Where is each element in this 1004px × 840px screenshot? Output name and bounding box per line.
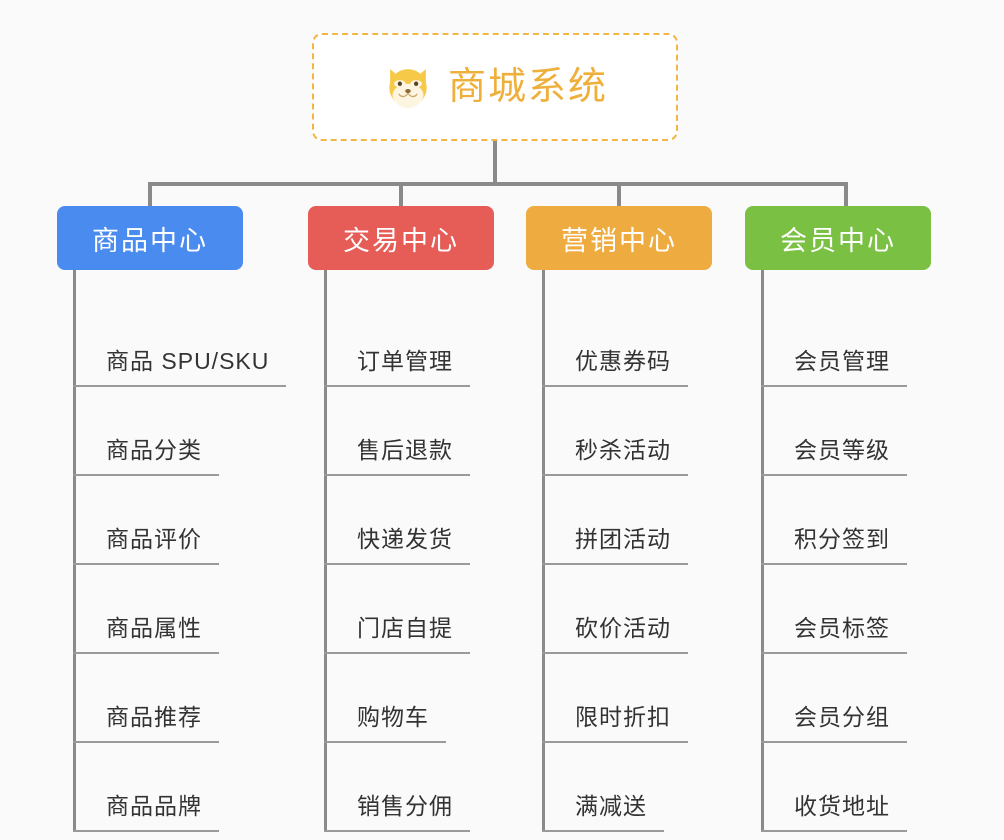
leaf-underline <box>542 741 688 743</box>
leaf-item[interactable]: 积分签到 <box>761 476 975 565</box>
leaf-item[interactable]: 商品评价 <box>73 476 307 565</box>
leaf-underline <box>324 652 470 654</box>
leaf-label: 商品属性 <box>106 615 202 641</box>
leaf-item[interactable]: 拼团活动 <box>542 476 756 565</box>
branch-leaf-list-4: 会员管理 会员等级 积分签到 会员标签 会员分组 收货地址 <box>761 270 975 832</box>
leaf-item[interactable]: 限时折扣 <box>542 654 756 743</box>
root-node[interactable]: 商城系统 <box>312 33 678 141</box>
branch-header-1[interactable]: 商品中心 <box>57 206 243 270</box>
leaf-item[interactable]: 门店自提 <box>324 565 538 654</box>
branch-column-3: 营销中心 优惠券码 秒杀活动 拼团活动 砍价活动 限时折扣 满减送 <box>526 206 756 832</box>
dog-face-icon <box>382 61 434 113</box>
branch-column-4: 会员中心 会员管理 会员等级 积分签到 会员标签 会员分组 收货地址 <box>745 206 975 832</box>
leaf-item[interactable]: 会员标签 <box>761 565 975 654</box>
leaf-item[interactable]: 商品属性 <box>73 565 307 654</box>
leaf-item[interactable]: 购物车 <box>324 654 538 743</box>
leaf-item[interactable]: 商品推荐 <box>73 654 307 743</box>
leaf-item[interactable]: 会员管理 <box>761 298 975 387</box>
leaf-item[interactable]: 砍价活动 <box>542 565 756 654</box>
leaf-item[interactable]: 会员等级 <box>761 387 975 476</box>
connector-drop-1 <box>148 182 152 206</box>
leaf-underline <box>324 474 470 476</box>
leaf-underline <box>324 741 446 743</box>
leaf-underline <box>73 652 219 654</box>
connector-root-stem <box>493 141 497 185</box>
root-title: 商城系统 <box>447 66 608 108</box>
leaf-underline <box>542 563 688 565</box>
leaf-label: 积分签到 <box>794 526 890 552</box>
leaf-underline <box>73 474 219 476</box>
leaf-underline <box>542 830 664 832</box>
leaf-label: 优惠券码 <box>575 348 671 374</box>
leaf-underline <box>324 830 470 832</box>
leaf-underline <box>542 652 688 654</box>
branch-header-3[interactable]: 营销中心 <box>526 206 712 270</box>
leaf-item[interactable]: 销售分佣 <box>324 743 538 832</box>
leaf-label: 砍价活动 <box>575 615 671 641</box>
leaf-label: 商品 SPU/SKU <box>106 348 270 374</box>
leaf-label: 商品推荐 <box>106 704 202 730</box>
leaf-label: 收货地址 <box>794 793 890 819</box>
leaf-label: 售后退款 <box>357 437 453 463</box>
leaf-underline <box>73 385 287 387</box>
leaf-label: 会员分组 <box>794 704 890 730</box>
leaf-item[interactable]: 秒杀活动 <box>542 387 756 476</box>
leaf-underline <box>73 830 219 832</box>
connector-bar <box>148 182 848 186</box>
leaf-underline <box>324 563 470 565</box>
branch-header-2[interactable]: 交易中心 <box>308 206 494 270</box>
leaf-label: 满减送 <box>575 793 647 819</box>
connector-drop-3 <box>617 182 621 206</box>
leaf-underline <box>761 563 907 565</box>
leaf-underline <box>73 741 219 743</box>
leaf-underline <box>761 474 907 476</box>
leaf-underline <box>542 385 688 387</box>
branch-leaf-list-1: 商品 SPU/SKU 商品分类 商品评价 商品属性 商品推荐 商品品牌 <box>73 270 307 832</box>
branch-column-2: 交易中心 订单管理 售后退款 快递发货 门店自提 购物车 销售分佣 <box>308 206 538 832</box>
connector-drop-2 <box>399 182 403 206</box>
leaf-label: 会员标签 <box>794 615 890 641</box>
leaf-item[interactable]: 快递发货 <box>324 476 538 565</box>
leaf-item[interactable]: 订单管理 <box>324 298 538 387</box>
leaf-item[interactable]: 满减送 <box>542 743 756 832</box>
leaf-label: 商品品牌 <box>106 793 202 819</box>
leaf-underline <box>542 474 688 476</box>
leaf-label: 门店自提 <box>357 615 453 641</box>
leaf-item[interactable]: 商品分类 <box>73 387 307 476</box>
leaf-underline <box>324 385 470 387</box>
leaf-item[interactable]: 会员分组 <box>761 654 975 743</box>
branch-leaf-list-3: 优惠券码 秒杀活动 拼团活动 砍价活动 限时折扣 满减送 <box>542 270 756 832</box>
leaf-label: 商品分类 <box>106 437 202 463</box>
leaf-label: 销售分佣 <box>357 793 453 819</box>
leaf-underline <box>761 652 907 654</box>
leaf-item[interactable]: 商品品牌 <box>73 743 307 832</box>
leaf-label: 商品评价 <box>106 526 202 552</box>
leaf-label: 购物车 <box>357 704 429 730</box>
leaf-label: 拼团活动 <box>575 526 671 552</box>
leaf-underline <box>73 563 219 565</box>
leaf-item[interactable]: 商品 SPU/SKU <box>73 298 307 387</box>
leaf-label: 秒杀活动 <box>575 437 671 463</box>
leaf-underline <box>761 385 907 387</box>
leaf-label: 订单管理 <box>357 348 453 374</box>
connector-drop-4 <box>844 182 848 206</box>
branch-column-1: 商品中心 商品 SPU/SKU 商品分类 商品评价 商品属性 商品推荐 商品品牌 <box>57 206 307 832</box>
leaf-label: 会员管理 <box>794 348 890 374</box>
branch-header-4[interactable]: 会员中心 <box>745 206 931 270</box>
leaf-label: 限时折扣 <box>575 704 671 730</box>
leaf-underline <box>761 741 907 743</box>
leaf-label: 会员等级 <box>794 437 890 463</box>
branch-leaf-list-2: 订单管理 售后退款 快递发货 门店自提 购物车 销售分佣 <box>324 270 538 832</box>
leaf-label: 快递发货 <box>357 526 453 552</box>
leaf-underline <box>761 830 907 832</box>
leaf-item[interactable]: 售后退款 <box>324 387 538 476</box>
leaf-item[interactable]: 优惠券码 <box>542 298 756 387</box>
leaf-item[interactable]: 收货地址 <box>761 743 975 832</box>
